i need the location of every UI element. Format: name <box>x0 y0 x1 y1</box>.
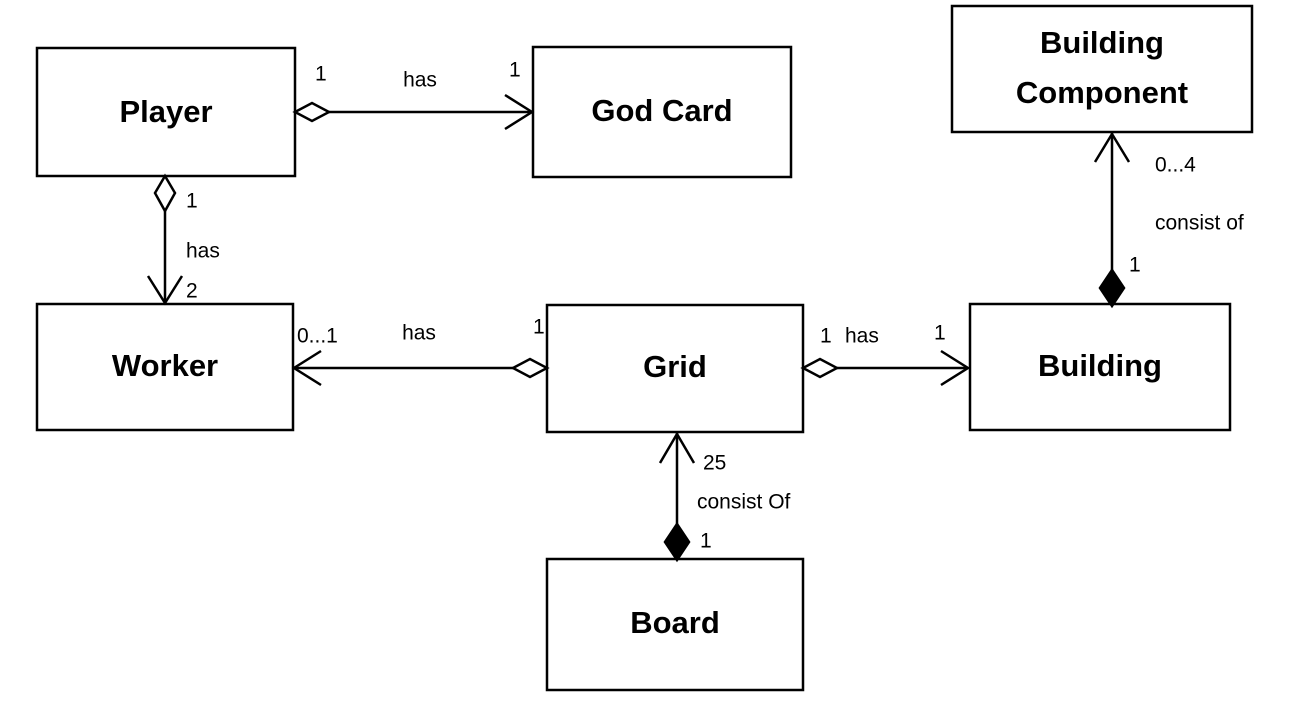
class-box-building[interactable] <box>968 302 1232 432</box>
class-label-board: Board <box>630 605 720 640</box>
relationship-grid-has-worker[interactable]: 0...1 has 1 <box>291 316 550 387</box>
class-box-worker[interactable] <box>35 302 295 432</box>
multiplicity-player-worker-source: 1 <box>186 190 198 213</box>
multiplicity-grid-worker-target: 0...1 <box>297 325 338 348</box>
arrow-head-building-component-bottom <box>1093 131 1131 163</box>
multiplicity-building-component-target: 0...4 <box>1155 154 1196 177</box>
aggregation-diamond-grid-building <box>800 357 840 379</box>
multiplicity-board-grid-source: 1 <box>700 530 712 553</box>
multiplicity-board-grid-target: 25 <box>703 452 726 475</box>
class-box-building-component[interactable] <box>950 4 1254 134</box>
relationship-grid-has-building[interactable]: 1 has 1 <box>800 322 971 387</box>
assoc-label-building-component: consist of <box>1155 212 1244 235</box>
composition-diamond-board <box>663 521 691 563</box>
arrow-head-god-card <box>504 93 535 131</box>
multiplicity-player-god-card-source: 1 <box>315 63 327 86</box>
assoc-label-board-grid: consist Of <box>697 491 791 514</box>
class-label-building-component-line1: Building <box>1040 25 1164 60</box>
class-box-god-card[interactable] <box>531 45 793 179</box>
class-label-worker: Worker <box>112 348 218 383</box>
multiplicity-player-worker-target: 2 <box>186 280 198 303</box>
class-label-building-component-line2: Component <box>1016 75 1188 110</box>
arrow-head-worker-top <box>146 275 184 306</box>
multiplicity-player-god-card-target: 1 <box>509 59 521 82</box>
arrow-head-worker-right <box>291 349 322 387</box>
assoc-label-player-worker: has <box>186 240 220 263</box>
class-node-worker[interactable]: Worker <box>35 302 295 432</box>
multiplicity-building-component-source: 1 <box>1129 254 1141 277</box>
assoc-label-grid-worker: has <box>402 322 436 345</box>
class-node-player[interactable]: Player <box>35 46 297 178</box>
multiplicity-grid-building-source: 1 <box>820 325 832 348</box>
class-box-grid[interactable] <box>545 303 805 434</box>
class-node-building[interactable]: Building <box>968 302 1232 432</box>
class-label-building: Building <box>1038 348 1162 383</box>
aggregation-diamond-grid-worker <box>510 357 550 379</box>
aggregation-diamond-player <box>292 101 332 123</box>
multiplicity-grid-building-target: 1 <box>934 322 946 345</box>
class-box-board[interactable] <box>545 557 805 692</box>
class-box-player[interactable] <box>35 46 297 178</box>
class-node-grid[interactable]: Grid <box>545 303 805 434</box>
multiplicity-grid-worker-source: 1 <box>533 316 545 339</box>
arrow-head-building-left <box>940 349 971 387</box>
relationship-building-consists-of-building-component[interactable]: 0...4 consist of 1 <box>1093 131 1244 309</box>
assoc-label-player-god-card: has <box>403 69 437 92</box>
relationship-player-has-worker[interactable]: 1 has 2 <box>146 173 220 306</box>
composition-diamond-building <box>1098 267 1126 309</box>
class-node-board[interactable]: Board <box>545 557 805 692</box>
class-label-player: Player <box>119 94 212 129</box>
aggregation-diamond-player-worker <box>153 173 177 214</box>
relationship-player-has-god-card[interactable]: 1 has 1 <box>292 59 535 131</box>
class-node-god-card[interactable]: God Card <box>531 45 793 179</box>
class-label-god-card: God Card <box>591 93 732 128</box>
relationship-board-consists-of-grid[interactable]: 25 consist Of 1 <box>658 431 791 563</box>
class-node-building-component[interactable]: Building Component <box>950 4 1254 134</box>
assoc-label-grid-building: has <box>845 325 879 348</box>
arrow-head-grid-bottom <box>658 431 696 464</box>
class-label-grid: Grid <box>643 349 707 384</box>
